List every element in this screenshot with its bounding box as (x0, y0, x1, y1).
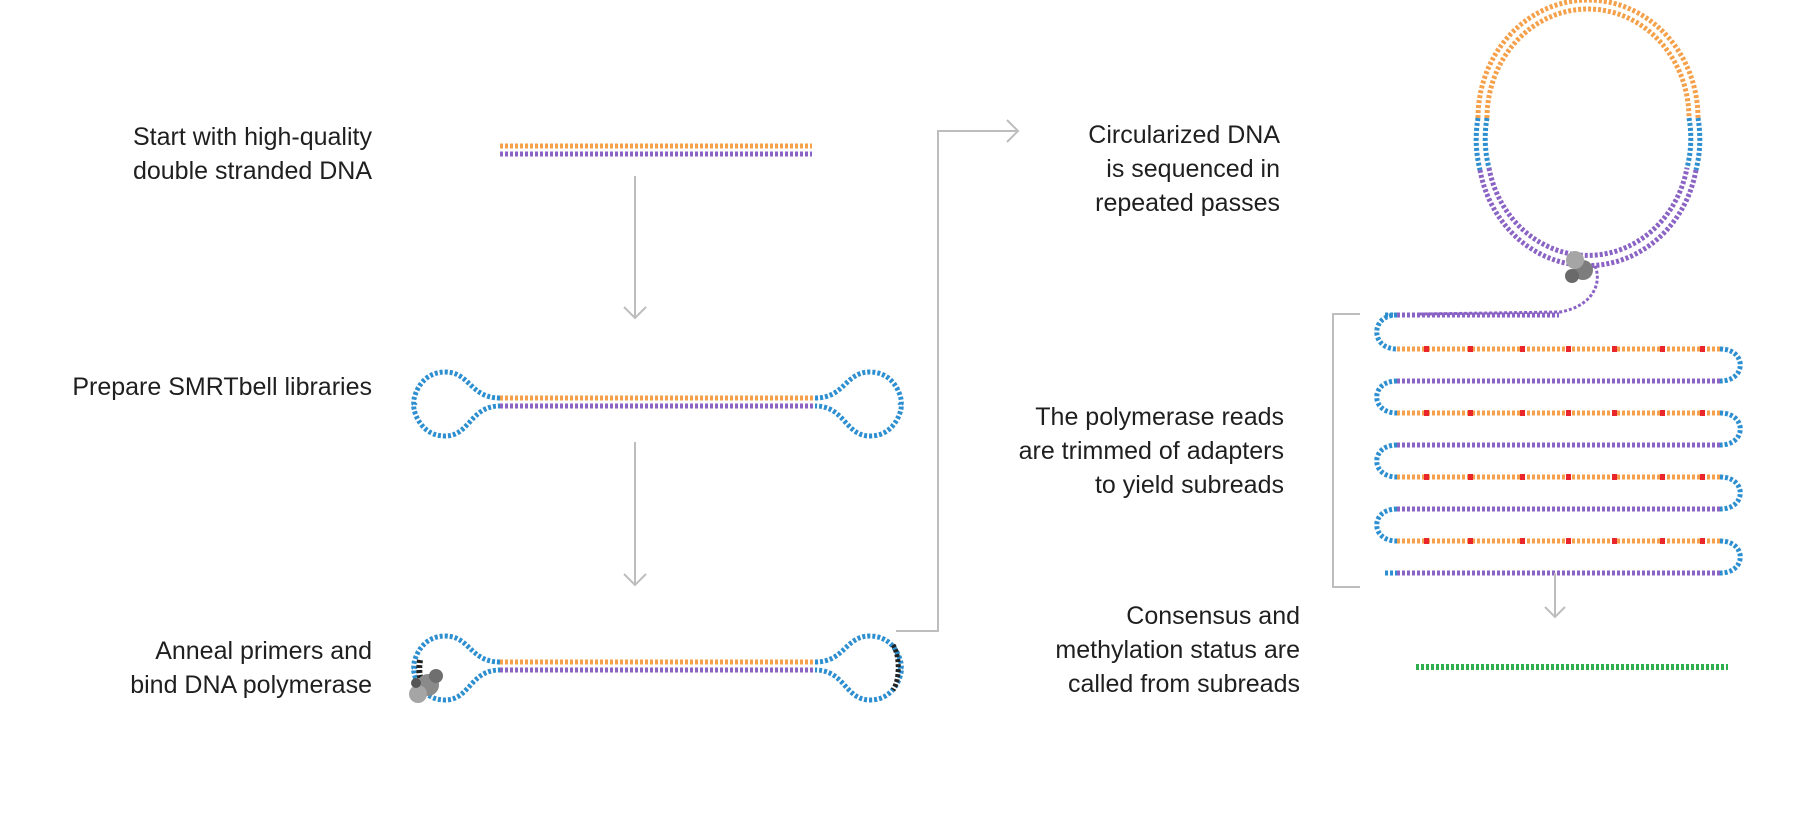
step6-label: Consensus and methylation status are cal… (1055, 599, 1300, 701)
step6-line3: called from subreads (1067, 670, 1300, 698)
step3-label: Anneal primers and bind DNA polymerase (130, 634, 372, 702)
step2-label: Prepare SMRTbell libraries (72, 370, 372, 404)
step2-line1: Prepare SMRTbell libraries (72, 373, 372, 401)
step6-line2: methylation status are (1055, 636, 1300, 664)
polymerase-icon (409, 669, 443, 703)
arrow-down-1 (623, 176, 647, 320)
subread-serpentine (1374, 312, 1743, 576)
methylation-marks (1424, 346, 1705, 544)
step3-line1: Anneal primers and (155, 637, 372, 665)
step3-line2: bind DNA polymerase (130, 671, 372, 699)
step4-line1: Circularized DNA (1088, 121, 1280, 149)
arrow-down-3 (1544, 573, 1566, 619)
arrow-to-circularized (896, 119, 1020, 632)
step1-line1: Start with high-quality (132, 123, 372, 151)
step6-line1: Consensus and (1126, 602, 1300, 630)
dsdna-linear (500, 143, 812, 157)
subread-bracket (1332, 313, 1360, 588)
step5-line2: are trimmed of adapters (1018, 437, 1284, 465)
step4-label: Circularized DNA is sequenced in repeate… (1088, 118, 1280, 220)
step4-line3: repeated passes (1095, 189, 1280, 217)
step5-label: The polymerase reads are trimmed of adap… (1019, 400, 1284, 502)
step1-label: Start with high-quality double stranded … (133, 120, 372, 188)
arrow-down-2 (623, 442, 647, 587)
polymerase-icon (1565, 251, 1593, 283)
primer-right (890, 643, 901, 692)
step5-line3: to yield subreads (1094, 471, 1284, 499)
step1-line2: double stranded DNA (132, 157, 372, 185)
circular-dna (1419, 0, 1703, 316)
step4-line2: is sequenced in (1106, 155, 1280, 183)
step5-line1: The polymerase reads (1035, 403, 1284, 431)
smrtbell-with-polymerase (409, 633, 904, 703)
primer-left (416, 659, 429, 692)
smrtbell-template (411, 369, 904, 439)
